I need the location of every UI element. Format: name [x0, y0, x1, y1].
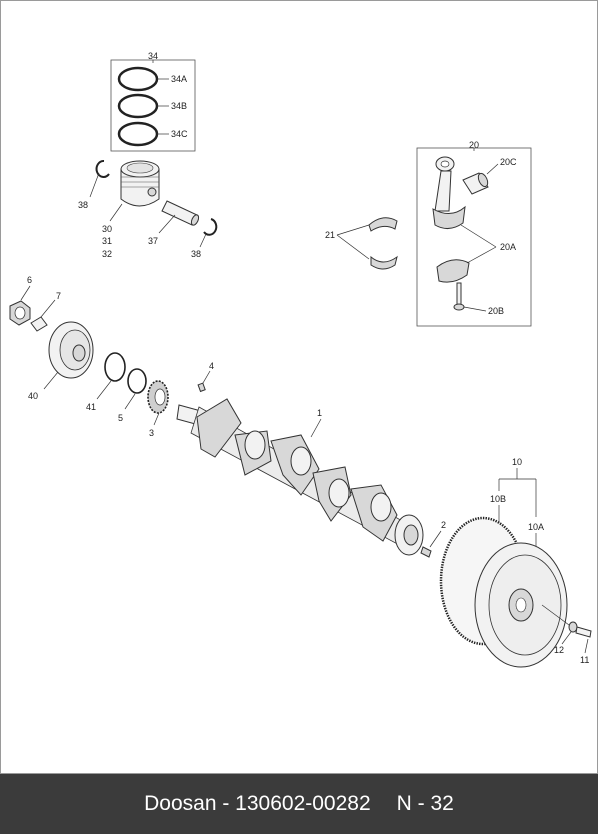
piston-assembly: 38 30 31 32 37 38	[78, 160, 218, 259]
label-10b: 10B	[490, 494, 506, 504]
label-4: 4	[209, 361, 214, 371]
label-38-right: 38	[191, 249, 201, 259]
label-41: 41	[86, 402, 96, 412]
label-20b: 20B	[488, 306, 504, 316]
spacer-ring-5	[127, 368, 147, 394]
label-7: 7	[56, 291, 61, 301]
parts-diagram: 34 34A 34B 34C 38 30 31 32 37 38	[9, 51, 592, 668]
washer-cone	[30, 316, 48, 332]
footer-part-number: Doosan - 130602-00282	[144, 792, 371, 815]
label-38-left: 38	[78, 200, 88, 210]
label-20: 20	[469, 140, 479, 150]
bearing-shell-lower	[370, 255, 398, 270]
snap-ring-left	[95, 160, 110, 178]
woodruff-key	[197, 382, 206, 393]
washer-12	[568, 621, 578, 633]
crank-web-1	[196, 398, 242, 458]
label-1: 1	[317, 408, 322, 418]
conrod-cap	[436, 259, 470, 283]
conrod-bolt	[456, 282, 462, 306]
label-34b: 34B	[171, 101, 187, 111]
conrod-big-end	[432, 205, 466, 229]
crankshaft: 1 2	[176, 398, 446, 558]
connecting-rod-group: 20 20C 20A 20B	[416, 140, 532, 327]
label-10: 10	[512, 457, 522, 467]
seal-ring-41	[104, 352, 126, 382]
snap-ring-right	[203, 218, 218, 236]
label-32: 32	[102, 249, 112, 259]
label-12: 12	[554, 645, 564, 655]
label-10a: 10A	[528, 522, 544, 532]
label-3: 3	[149, 428, 154, 438]
label-20c: 20C	[500, 157, 517, 167]
footer-page-number: N - 32	[396, 792, 454, 815]
conrod-beam	[434, 170, 452, 212]
dowel-pin	[420, 546, 432, 558]
page-footer: Doosan - 130602-00282 N - 32	[0, 774, 598, 834]
oil-ring	[117, 121, 159, 147]
label-21: 21	[325, 230, 335, 240]
front-pulley-group: 6 7 40 41 5 3 4	[9, 275, 214, 438]
bearing-shells: 21	[325, 217, 398, 270]
compression-ring-top	[117, 66, 159, 92]
label-31: 31	[102, 236, 112, 246]
label-34c: 34C	[171, 129, 188, 139]
label-11: 11	[580, 655, 589, 665]
label-40: 40	[28, 391, 38, 401]
flywheel-group: 10 10B 10A 12 11	[439, 457, 592, 668]
label-5: 5	[118, 413, 123, 423]
bearing-shell-upper	[368, 217, 398, 232]
label-20a: 20A	[500, 242, 516, 252]
compression-ring-second	[117, 93, 159, 119]
flywheel-bolt	[575, 626, 592, 638]
piston-ring-group: 34 34A 34B 34C	[110, 51, 196, 152]
label-34: 34	[148, 51, 158, 61]
label-30: 30	[102, 224, 112, 234]
label-34a: 34A	[171, 74, 187, 84]
diagram-frame: 34 34A 34B 34C 38 30 31 32 37 38	[0, 0, 598, 774]
piston-body	[120, 168, 160, 207]
label-2: 2	[441, 520, 446, 530]
label-37: 37	[148, 236, 158, 246]
label-6: 6	[27, 275, 32, 285]
